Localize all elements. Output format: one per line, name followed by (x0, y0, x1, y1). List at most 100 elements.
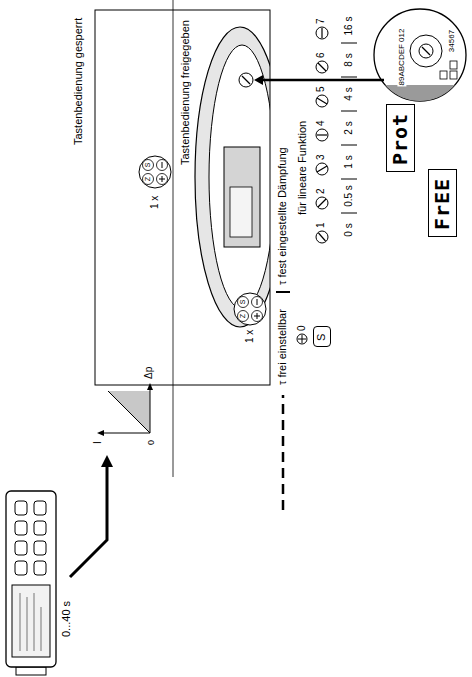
dial-knob (419, 44, 433, 58)
key-letter: Z (144, 177, 152, 181)
pointer-arrow (70, 465, 107, 577)
key-icon (234, 293, 266, 325)
device-key (34, 561, 46, 575)
key-icon-ring (234, 293, 266, 325)
damping-value: 1 s (343, 145, 355, 179)
plus-symbol (254, 316, 260, 317)
caption-text: Tastenbedienung freigegeben (179, 20, 192, 165)
graph-area (108, 391, 150, 433)
node-text: S (315, 334, 328, 341)
switch-position: 6 (315, 52, 327, 58)
arrow-head (101, 455, 113, 467)
device-key (15, 561, 27, 575)
damping-value: 0.5 s (343, 179, 355, 213)
cell-separator (341, 179, 357, 180)
section-divider (173, 0, 174, 477)
switch-position: 7 (315, 18, 327, 24)
node-text: Prot (389, 113, 411, 165)
magnifier-content (374, 61, 466, 101)
mode-label: τ fest eingestellte Dämpfung (276, 147, 289, 285)
damping-value: 2 s (343, 111, 355, 145)
switch-pointer (319, 233, 326, 241)
dial-slot (422, 47, 430, 55)
table-separators (341, 43, 357, 213)
minus-symbol (257, 299, 258, 305)
magnifier-circle (374, 9, 466, 101)
screen-line (27, 597, 28, 651)
handheld-device (6, 491, 56, 675)
key-button (252, 297, 263, 308)
key-button: S (313, 326, 331, 347)
key-letter: S (239, 300, 247, 305)
graph-axis (102, 433, 150, 434)
board-pad (450, 71, 457, 79)
key-button (143, 174, 154, 185)
switch-position: 5 (315, 86, 327, 92)
switch-icon (316, 231, 328, 243)
switch-icon (316, 129, 328, 141)
switch-position: 2 (315, 188, 327, 194)
key-icon (139, 156, 171, 188)
key-icon-ring (139, 156, 171, 188)
device-key (34, 521, 46, 535)
switch-icon (316, 95, 328, 107)
device-connector (16, 667, 46, 675)
cell-separator (341, 77, 357, 78)
switch-icons (316, 27, 328, 243)
key-button (157, 160, 168, 171)
magnifier-arrow (262, 79, 384, 82)
switch-position: 4 (315, 120, 327, 126)
caption-text: Tastenbedienung gesperrt (72, 18, 85, 145)
cell-separator (341, 145, 357, 146)
axis-label: 0 (146, 440, 156, 445)
inset-frame (95, 10, 270, 385)
graph-axis (150, 389, 151, 433)
switch-icon (316, 163, 328, 175)
switch-icon (316, 27, 328, 39)
switch-icon (316, 61, 328, 73)
key-button (157, 174, 168, 185)
display-module (224, 147, 260, 247)
switch-pointer (321, 28, 322, 38)
graph-line (108, 391, 150, 433)
key-button (238, 311, 249, 322)
switch-position: 1 (315, 222, 327, 228)
key-letter: Z (239, 314, 247, 318)
arrow-head (254, 75, 263, 85)
press-count: 1 x (244, 330, 256, 343)
device-body (6, 491, 56, 667)
switch-pointer (317, 166, 327, 172)
housing-drawing (195, 27, 270, 327)
mode-label: τ frei einstellbar (276, 309, 289, 385)
damping-value: 8 s (343, 43, 355, 77)
damping-value: 4 s (343, 77, 355, 111)
switch-pointer (318, 199, 326, 207)
device-key (15, 541, 27, 555)
divider-bar (276, 291, 290, 293)
switch-position: 0 (296, 325, 308, 331)
dial-digits: 89ABCDEF 012 (397, 28, 406, 87)
axis-head (147, 383, 153, 390)
device-key (34, 541, 46, 555)
key-button (238, 297, 249, 308)
damping-value: 0 s (343, 213, 355, 247)
cell-separator (341, 213, 357, 214)
key-button (252, 311, 263, 322)
board-pad (450, 61, 457, 69)
minus-symbol (162, 162, 163, 168)
screen-line (34, 593, 35, 651)
dashed-divider (282, 395, 285, 510)
magnifier (374, 9, 466, 101)
axis-label: I (92, 441, 104, 444)
range-label: 0...40 s (60, 601, 73, 637)
board-pad (440, 71, 447, 79)
switch-symbol (297, 334, 307, 344)
switch-symbol (298, 339, 306, 340)
cell-separator (341, 111, 357, 112)
switch-position: 3 (315, 154, 327, 160)
display-window (230, 187, 252, 237)
switch-pointer (242, 76, 250, 84)
axis-label: Δp (143, 367, 155, 379)
